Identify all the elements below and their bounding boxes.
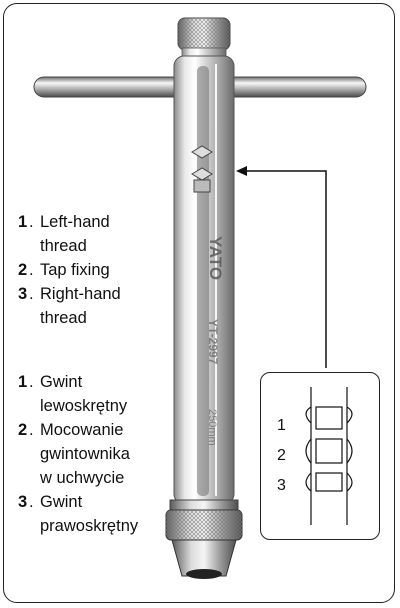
ratchet-pawl — [191, 145, 213, 193]
chuck — [165, 499, 243, 579]
legend-dot: . — [29, 213, 34, 231]
detail-inset: 1 2 3 — [260, 372, 380, 540]
top-knob — [177, 17, 231, 59]
legend-text-line2: thread — [40, 237, 87, 255]
legend-dot: . — [29, 421, 34, 439]
callout-arrow — [236, 166, 327, 368]
legend-text: Tap fixing — [40, 261, 110, 279]
tap-wrench-illustration: YATO YT-2997 250mm — [33, 17, 367, 579]
legend-number: 3 — [18, 493, 28, 511]
legend-text: Mocowanie — [40, 421, 124, 439]
legend-text-line3: w uchwycie — [40, 469, 125, 487]
legend-text-line2: gwintownika — [40, 445, 130, 463]
legend-text-line2: thread — [40, 309, 87, 327]
legend-polish: 1. Gwint lewoskrętny 2. Mocowanie gwinto… — [18, 370, 138, 538]
legend-number: 1 — [18, 213, 28, 231]
inset-detail-drawing — [305, 387, 353, 525]
legend-item: 1. Gwint lewoskrętny — [18, 370, 138, 418]
inset-label-2: 2 — [277, 447, 286, 464]
legend-item: 2. Tap fixing — [18, 258, 121, 282]
legend-dot: . — [29, 373, 34, 391]
legend-item: 1. Left-hand thread — [18, 210, 121, 258]
inset-label-3: 3 — [277, 477, 286, 494]
model-engraving: YT-2997 — [206, 319, 220, 365]
legend-number: 1 — [18, 373, 28, 391]
legend-text: Right-hand — [40, 285, 121, 303]
legend-text: Left-hand — [40, 213, 110, 231]
figure-frame: YATO YT-2997 250mm 1. Left-hand thread 2… — [3, 3, 395, 603]
legend-dot: . — [29, 285, 34, 303]
legend-number: 2 — [18, 421, 28, 439]
legend-number: 3 — [18, 285, 28, 303]
inset-label-1: 1 — [277, 417, 286, 434]
legend-dot: . — [29, 261, 34, 279]
brand-engraving: YATO — [206, 236, 225, 280]
legend-text: Gwint — [40, 373, 83, 391]
size-engraving: 250mm — [206, 409, 218, 446]
legend-dot: . — [29, 493, 34, 511]
legend-text-line2: prawoskrętny — [40, 517, 139, 535]
legend-item: 3. Right-hand thread — [18, 282, 121, 330]
legend-item: 2. Mocowanie gwintownika w uchwycie — [18, 418, 138, 490]
legend-text: Gwint — [40, 493, 83, 511]
legend-number: 2 — [18, 261, 28, 279]
legend-english: 1. Left-hand thread 2. Tap fixing 3. Rig… — [18, 210, 121, 330]
legend-item: 3. Gwint prawoskrętny — [18, 490, 138, 538]
legend-text-line2: lewoskrętny — [40, 397, 128, 415]
